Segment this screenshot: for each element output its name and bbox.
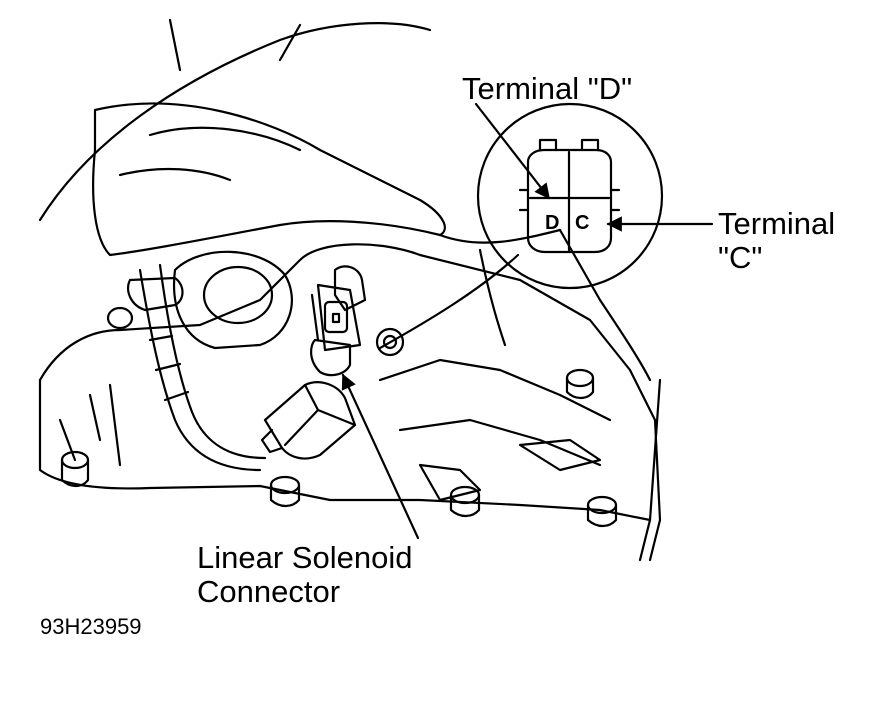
connector-arrow bbox=[341, 373, 420, 540]
connector-face bbox=[518, 138, 621, 254]
connector-label-line1: Linear Solenoid bbox=[197, 540, 413, 575]
valve-port bbox=[173, 250, 293, 350]
detail-leader-line bbox=[378, 253, 520, 350]
transmission-housing bbox=[38, 18, 662, 562]
pin-d-label: D bbox=[545, 212, 560, 234]
lower-case bbox=[38, 243, 662, 562]
connector-label-line2: Connector bbox=[197, 574, 341, 609]
mounting-bosses bbox=[60, 306, 618, 528]
pin-c-label: C bbox=[575, 212, 590, 234]
callout-arrows bbox=[341, 102, 714, 540]
detail-circle bbox=[476, 102, 664, 290]
figure-id: 93H23959 bbox=[40, 614, 142, 639]
terminal-d-arrow bbox=[474, 102, 551, 200]
terminal-d-label: Terminal "D" bbox=[462, 71, 633, 106]
terminal-c-label-line2: "C" bbox=[718, 240, 763, 275]
wiring-harness bbox=[127, 263, 267, 472]
terminal-c-label-line1: Terminal bbox=[718, 206, 836, 241]
secondary-connector bbox=[260, 381, 357, 460]
linear-solenoid-connector bbox=[310, 265, 367, 377]
